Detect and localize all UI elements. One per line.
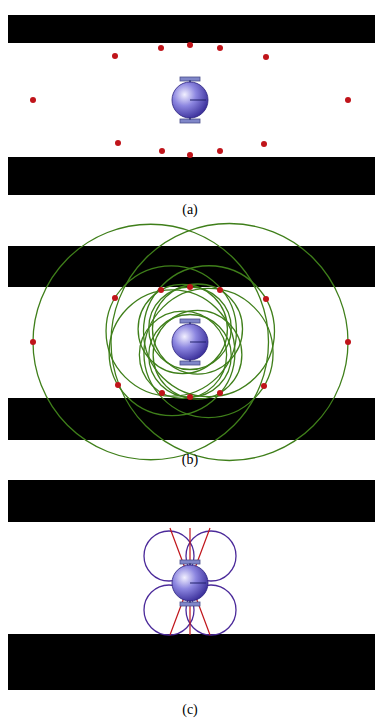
target-point	[261, 383, 267, 389]
robot	[172, 77, 208, 123]
wall-band	[8, 634, 375, 690]
robot	[172, 319, 208, 365]
target-point	[112, 53, 118, 59]
panel-label: (a)	[182, 202, 198, 218]
target-point	[345, 97, 351, 103]
target-point	[217, 45, 223, 51]
target-point	[263, 54, 269, 60]
panel-c	[8, 480, 375, 690]
target-point	[261, 141, 267, 147]
target-point	[263, 296, 269, 302]
target-point	[112, 295, 118, 301]
green-circles	[33, 224, 348, 461]
wall-band	[8, 157, 375, 195]
robot	[172, 560, 208, 606]
red-paths	[170, 528, 210, 635]
target-point	[345, 339, 351, 345]
target-point	[187, 42, 193, 48]
target-point	[30, 339, 36, 345]
target-point	[187, 284, 193, 290]
target-point	[158, 45, 164, 51]
target-point	[187, 152, 193, 158]
target-point	[115, 140, 121, 146]
target-point	[217, 390, 223, 396]
wall-band	[8, 15, 375, 43]
target-point	[159, 148, 165, 154]
wall-band	[8, 480, 375, 522]
target-point	[30, 97, 36, 103]
target-point	[217, 148, 223, 154]
target-point	[159, 390, 165, 396]
target-point	[217, 287, 223, 293]
target-point	[187, 394, 193, 400]
target-point	[115, 382, 121, 388]
target-point	[158, 287, 164, 293]
panel-label: (b)	[182, 452, 198, 468]
panel-label: (c)	[182, 702, 198, 718]
panel-b	[8, 224, 375, 461]
wall-band	[8, 246, 375, 287]
panel-a	[8, 15, 375, 195]
